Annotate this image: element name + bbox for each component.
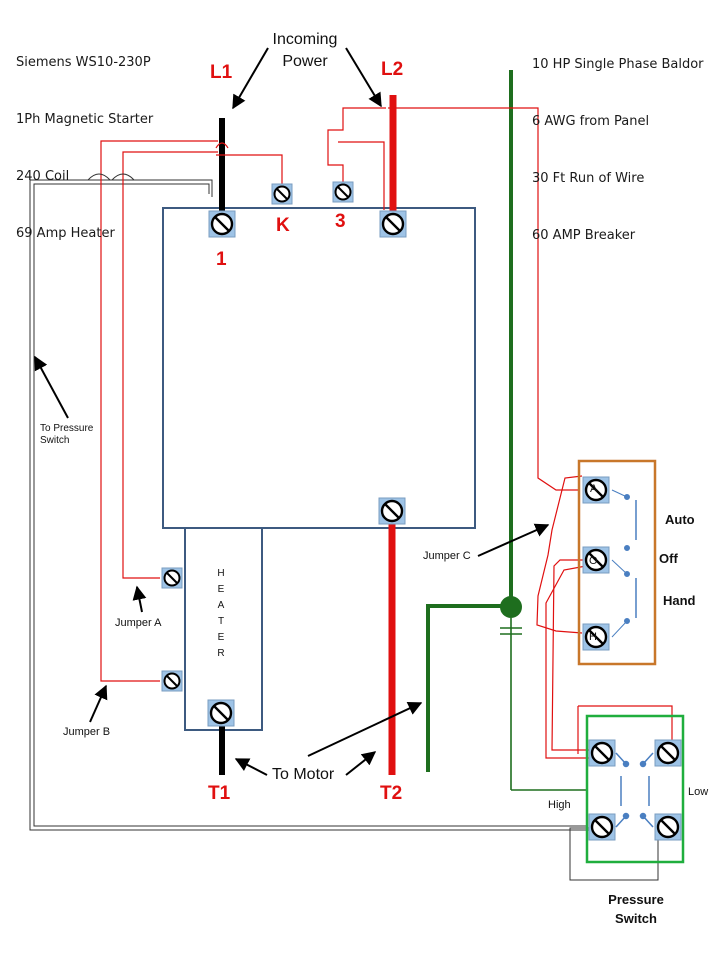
terminal-t2-screw[interactable] (377, 496, 407, 526)
ps-top-left-screw[interactable] (587, 738, 617, 768)
motor-note-line: 60 AMP Breaker (532, 228, 636, 243)
terminal-t1-screw[interactable] (206, 698, 236, 728)
wire-crossings (87, 173, 135, 181)
heater-jumper-b-screw[interactable] (161, 670, 183, 692)
red-control-wires (100, 107, 673, 759)
t2-label: T2 (380, 783, 403, 804)
ps-high-label: High (548, 799, 571, 811)
starter-notes: Siemens WS10-230P 1Ph Magnetic Starter 2… (16, 15, 153, 262)
heater-letter: E (217, 632, 225, 643)
incoming-line: Power (282, 53, 328, 70)
ps-low-label: Low (688, 786, 709, 798)
ps-bottom-left-screw[interactable] (587, 812, 617, 842)
ground-wires (426, 70, 588, 791)
hoa-a-letter: A (590, 483, 598, 495)
heater-letter: T (217, 616, 225, 627)
hoa-o-letter: O (589, 555, 598, 567)
to-pressure-switch-label: To Pressure Switch (40, 423, 93, 447)
ps-top-right-screw[interactable] (653, 738, 683, 768)
l2-label: L2 (381, 59, 404, 80)
t1-label: T1 (208, 783, 231, 804)
pressure-switch-contacts (615, 752, 654, 828)
starter-note-line: 240 Coil (16, 169, 70, 184)
motor-note-line: 30 Ft Run of Wire (532, 171, 645, 186)
k-label: K (276, 215, 290, 236)
hoa-auto-label: Auto (665, 512, 695, 527)
motor-note-line: 6 AWG from Panel (532, 114, 650, 129)
l1-label: L1 (210, 62, 233, 83)
hoa-h-letter: H (589, 631, 597, 643)
hoa-contacts (611, 489, 637, 638)
heater-letter: A (217, 600, 225, 611)
heater-letter: E (217, 584, 225, 595)
starter-note-line: 1Ph Magnetic Starter (16, 112, 154, 127)
heater-letter: H (217, 568, 225, 579)
terminal-3-screw[interactable] (332, 181, 354, 203)
jumper-c-label: Jumper C (423, 550, 471, 562)
annotation-arrows (34, 47, 550, 776)
starter-note-line: Siemens WS10-230P (16, 55, 151, 70)
terminal-l2-screw[interactable] (378, 209, 408, 239)
incoming-line: Incoming (272, 31, 338, 48)
three-label: 3 (335, 211, 346, 232)
to-pressure-line: To Pressure (40, 423, 94, 434)
one-label: 1 (216, 249, 227, 270)
to-pressure-line: Switch (40, 435, 70, 446)
hoa-hand-label: Hand (663, 593, 696, 608)
pressure-switch-box (585, 714, 685, 864)
heater-letter: R (217, 648, 225, 659)
jumper-a-label: Jumper A (115, 617, 162, 629)
motor-notes: 10 HP Single Phase Baldor 6 AWG from Pan… (532, 17, 704, 264)
pressure-switch-return-wire (29, 179, 659, 881)
terminal-k-screw[interactable] (271, 183, 293, 205)
hoa-off-label: Off (659, 551, 678, 566)
terminal-1-screw[interactable] (207, 209, 237, 239)
incoming-power-label: Incoming Power (270, 29, 340, 73)
ps-title-line: Switch (615, 911, 657, 926)
heater-jumper-a-screw[interactable] (161, 567, 183, 589)
motor-note-line: 10 HP Single Phase Baldor (532, 57, 704, 72)
starter-note-line: 69 Amp Heater (16, 226, 115, 241)
hoa-switch-box (577, 459, 657, 666)
ps-title-line: Pressure (608, 892, 664, 907)
starter-body (162, 207, 476, 529)
ps-bottom-right-screw[interactable] (653, 812, 683, 842)
jumper-b-label: Jumper B (63, 726, 111, 738)
pressure-switch-title: Pressure Switch (601, 890, 671, 928)
to-motor-label: To Motor (272, 766, 335, 783)
